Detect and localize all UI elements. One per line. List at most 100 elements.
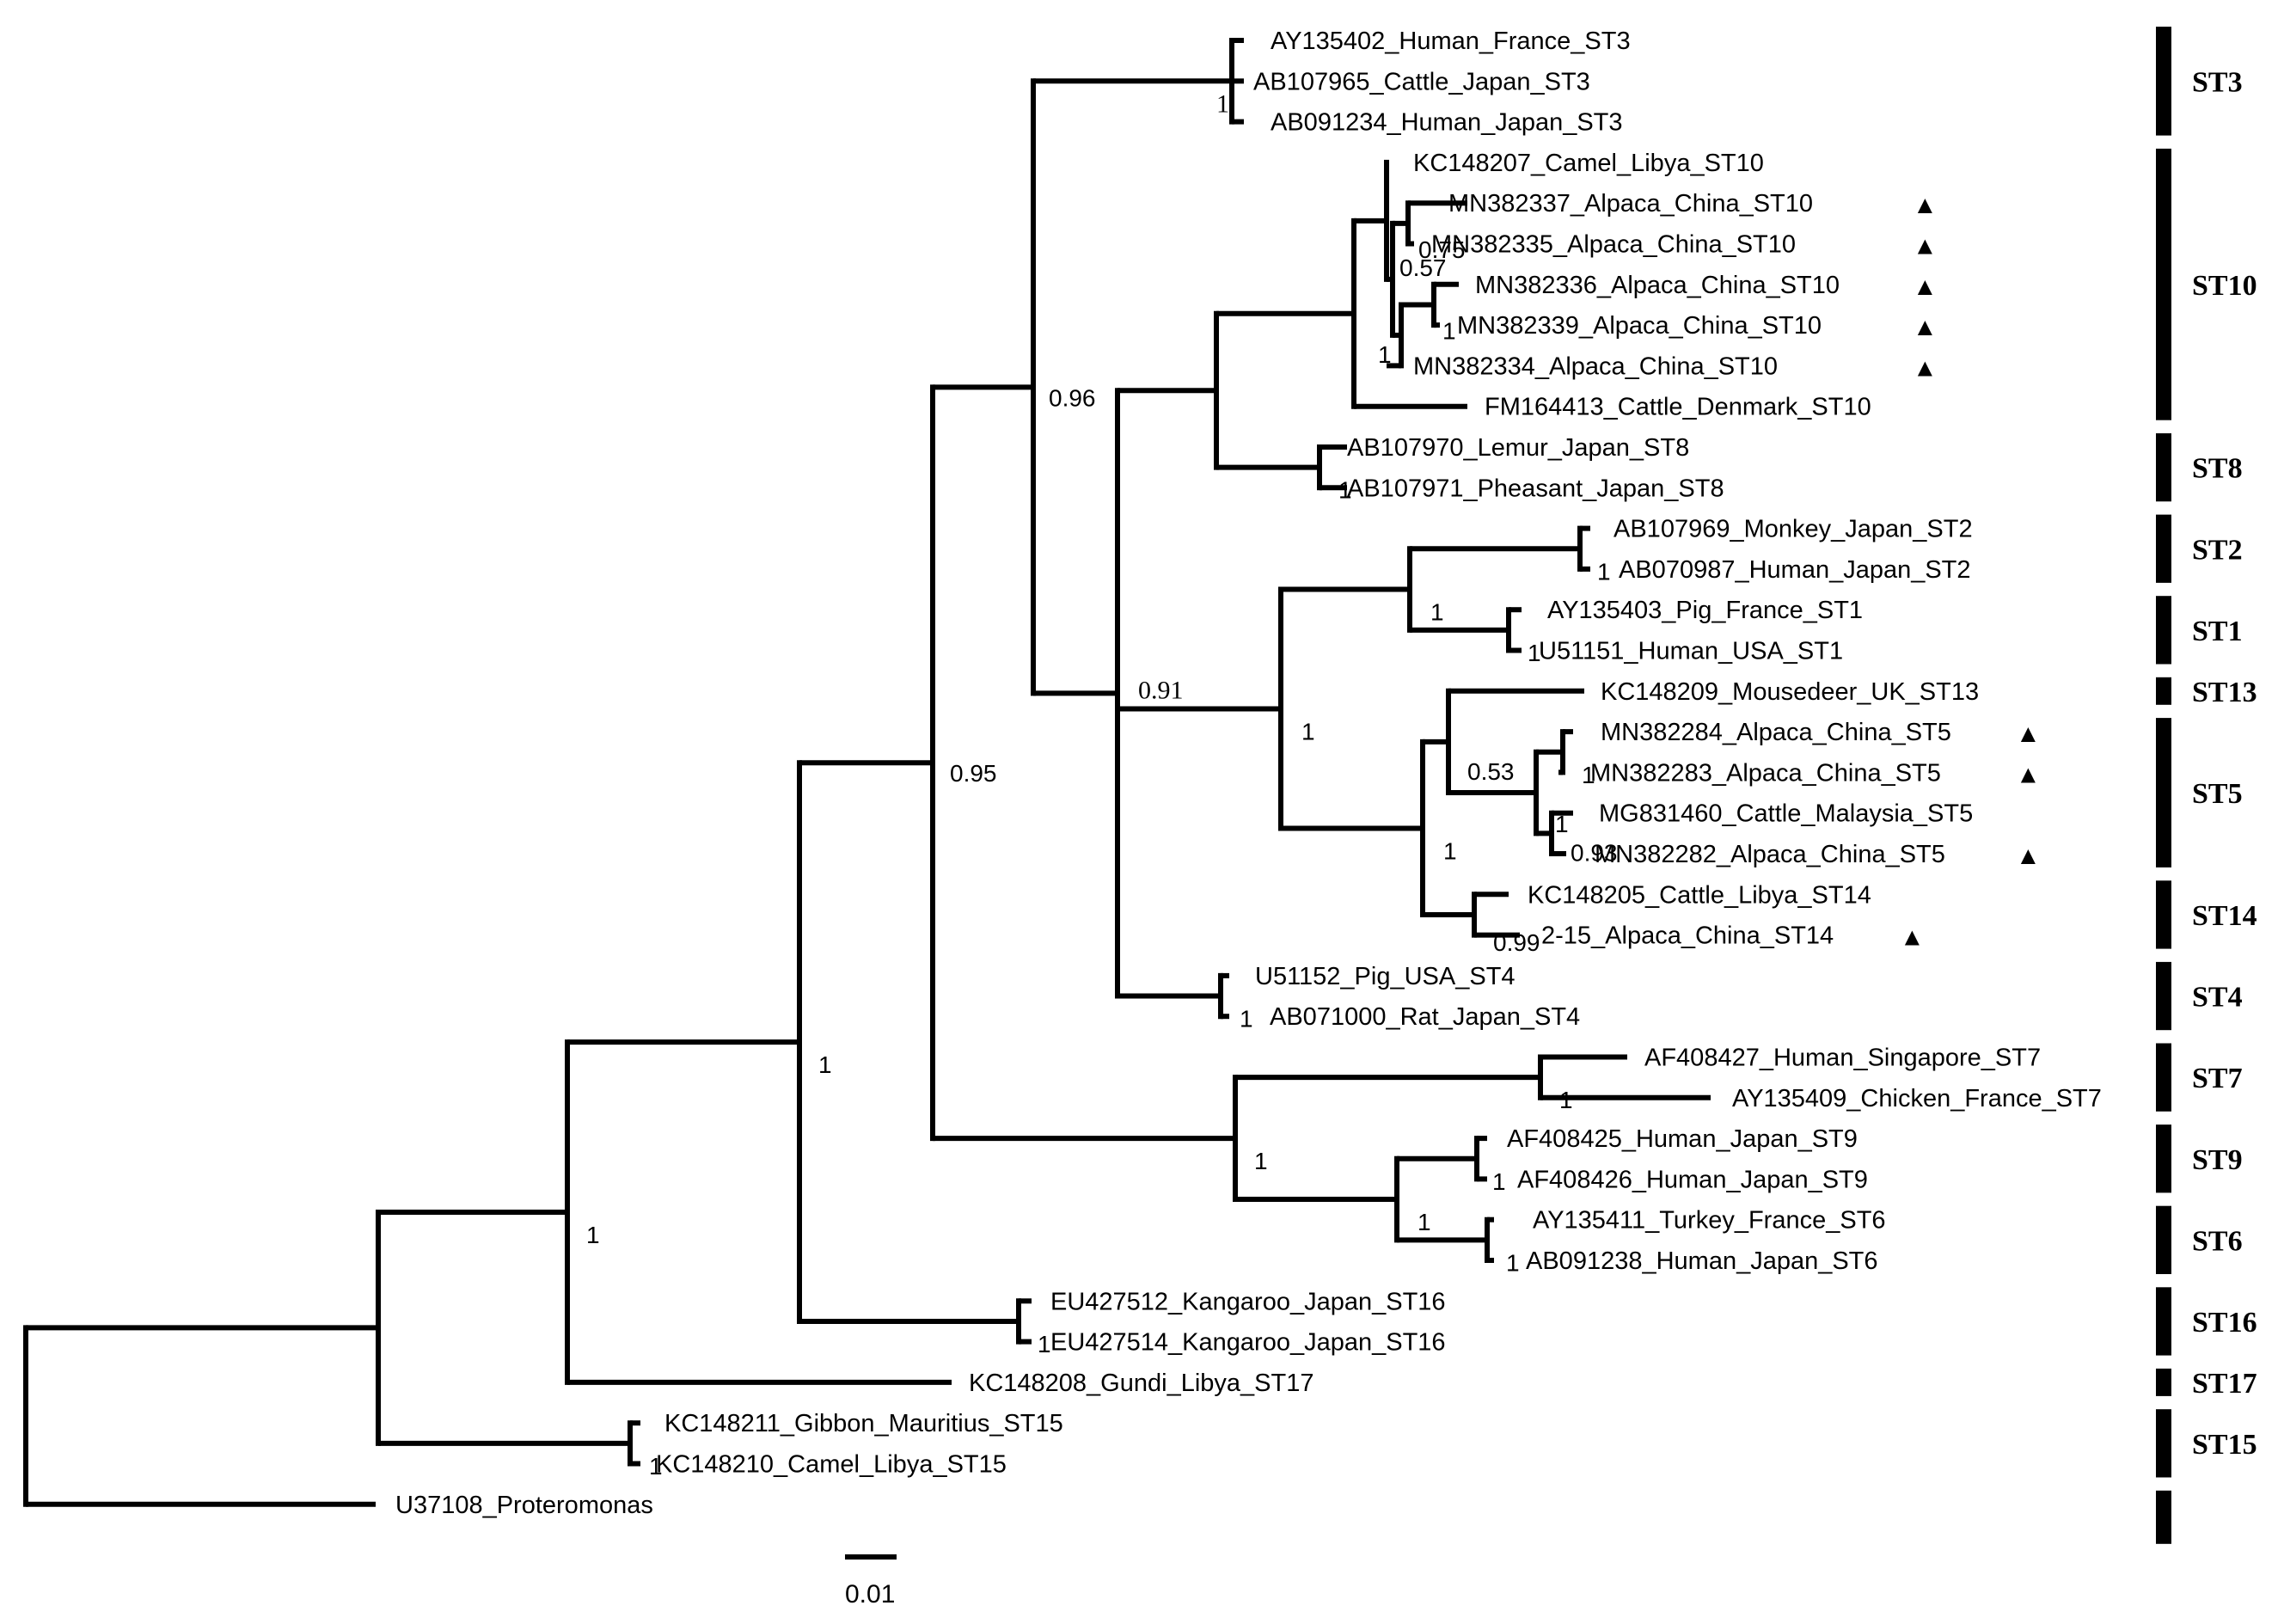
support-value: 1 [1301, 718, 1315, 745]
taxon-label: AY135403_Pig_France_ST1 [1547, 597, 1863, 624]
taxon-label: AB070987_Human_Japan_ST2 [1619, 556, 1971, 584]
subtype-bar [2156, 1368, 2171, 1396]
taxon-label: AY135409_Chicken_France_ST7 [1732, 1085, 2102, 1112]
taxon-label: AY135402_Human_France_ST3 [1271, 28, 1631, 55]
subtype-label: ST5 [2192, 778, 2243, 810]
support-values: 10.75110.57111110.9310.530.991110.910.96… [586, 89, 1618, 1480]
subtype-bar [2156, 1205, 2171, 1274]
taxon-label: EU427512_Kangaroo_Japan_ST16 [1050, 1288, 1446, 1315]
taxon-labels: AY135402_Human_France_ST3AB107965_Cattle… [395, 28, 2102, 1519]
support-value: 1 [586, 1222, 600, 1248]
novel-marker-icon: ▲ [2016, 720, 2041, 748]
support-value: 1 [1216, 89, 1229, 118]
taxon-label: U51151_Human_USA_ST1 [1539, 638, 1843, 665]
tree-branches [23, 38, 1711, 1507]
taxon-label: U51152_Pig_USA_ST4 [1255, 963, 1516, 990]
subtype-bars: ST3ST10ST8ST2ST1ST13ST5ST14ST4ST7ST9ST6S… [2156, 27, 2257, 1544]
support-value: 0.93 [1571, 839, 1618, 866]
taxon-label: AF408426_Human_Japan_ST9 [1517, 1166, 1868, 1193]
support-value: 1 [1038, 1331, 1051, 1357]
subtype-label: ST15 [2192, 1429, 2257, 1461]
subtype-bar [2156, 596, 2171, 665]
subtype-bar [2156, 677, 2171, 705]
support-value: 1 [1378, 341, 1392, 368]
subtype-label: ST2 [2192, 534, 2243, 566]
support-value: 1 [1443, 837, 1457, 864]
novel-marker-icon: ▲ [1913, 314, 1938, 341]
subtype-bar [2156, 718, 2171, 867]
taxon-label: MN382337_Alpaca_China_ST10 [1448, 190, 1813, 218]
subtype-label: ST6 [2192, 1225, 2243, 1257]
taxon-label: KC148209_Mousedeer_UK_ST13 [1601, 678, 1979, 706]
support-value: 0.91 [1138, 676, 1184, 704]
taxon-label: KC148210_Camel_Libya_ST15 [656, 1451, 1007, 1479]
subtype-label: ST3 [2192, 66, 2243, 98]
subtype-label: ST17 [2192, 1368, 2257, 1400]
novel-marker-icon: ▲ [1900, 924, 1925, 952]
subtype-label: ST9 [2192, 1144, 2243, 1176]
support-value: 1 [1254, 1148, 1268, 1174]
taxon-label: AF408427_Human_Singapore_ST7 [1644, 1045, 2041, 1072]
subtype-label: ST7 [2192, 1063, 2243, 1094]
taxon-label: MN382336_Alpaca_China_ST10 [1475, 272, 1840, 299]
support-value: 1 [1430, 599, 1444, 626]
taxon-label: AB071000_Rat_Japan_ST4 [1270, 1003, 1580, 1031]
support-value: 1 [1506, 1249, 1520, 1276]
novel-marker-icon: ▲ [1913, 273, 1938, 301]
subtype-label: ST10 [2192, 270, 2257, 302]
novel-marker-icon: ▲ [1913, 354, 1938, 382]
support-value: 0.57 [1399, 254, 1447, 281]
scale-bar-label: 0.01 [845, 1580, 895, 1609]
taxon-label: 2-15_Alpaca_China_ST14 [1541, 922, 1834, 950]
subtype-label: ST8 [2192, 453, 2243, 485]
subtype-bar [2156, 1043, 2171, 1112]
support-value: 1 [1338, 477, 1352, 504]
support-value: 1 [1418, 1209, 1431, 1235]
taxon-label: AB107969_Monkey_Japan_ST2 [1613, 516, 1973, 543]
subtype-label: ST4 [2192, 982, 2243, 1014]
support-value: 1 [1597, 558, 1611, 585]
support-value: 1 [1555, 811, 1569, 837]
subtype-bar [2156, 27, 2171, 136]
subtype-bar [2156, 433, 2171, 502]
support-value: 1 [1528, 640, 1541, 666]
subtype-bar-outgroup [2156, 1490, 2171, 1544]
subtype-label: ST13 [2192, 677, 2257, 708]
taxon-label: KC148207_Camel_Libya_ST10 [1413, 150, 1764, 177]
subtype-label: ST14 [2192, 900, 2257, 932]
support-value: 1 [649, 1453, 663, 1480]
support-value: 0.75 [1418, 236, 1466, 263]
subtype-bar [2156, 961, 2171, 1031]
subtype-label: ST16 [2192, 1307, 2257, 1339]
support-value: 0.99 [1493, 929, 1540, 956]
support-value: 1 [1492, 1168, 1506, 1195]
support-value: 1 [1240, 1006, 1253, 1033]
taxon-label: KC148208_Gundi_Libya_ST17 [969, 1370, 1313, 1397]
taxon-label: U37108_Proteromonas [395, 1492, 653, 1519]
support-value: 1 [1442, 317, 1456, 344]
taxon-label: MN382283_Alpaca_China_ST5 [1590, 759, 1941, 787]
taxon-label: AB091238_Human_Japan_ST6 [1526, 1247, 1878, 1275]
taxon-label: AB107965_Cattle_Japan_ST3 [1253, 68, 1590, 95]
taxon-label: KC148211_Gibbon_Mauritius_ST15 [664, 1410, 1063, 1437]
support-value: 0.95 [950, 760, 997, 787]
taxon-label: MN382335_Alpaca_China_ST10 [1431, 231, 1796, 259]
novel-marker-icon: ▲ [1913, 192, 1938, 219]
scale-bar: 0.01 [845, 1554, 897, 1609]
support-value: 1 [1582, 762, 1595, 788]
taxon-label: MN382334_Alpaca_China_ST10 [1413, 352, 1778, 380]
taxon-label: AY135411_Turkey_France_ST6 [1533, 1207, 1886, 1235]
support-value: 0.53 [1467, 758, 1515, 785]
taxon-label: MN382284_Alpaca_China_ST5 [1601, 719, 1951, 746]
subtype-bar [2156, 514, 2171, 583]
taxon-label: AB107971_Pheasant_Japan_ST8 [1347, 475, 1724, 502]
taxon-label: AB107970_Lemur_Japan_ST8 [1347, 434, 1689, 462]
novel-sequence-markers: ▲▲▲▲▲▲▲▲▲ [1900, 192, 2041, 951]
taxon-label: KC148205_Cattle_Libya_ST14 [1528, 881, 1871, 909]
support-value: 0.96 [1049, 384, 1096, 411]
taxon-label: FM164413_Cattle_Denmark_ST10 [1485, 394, 1871, 421]
taxon-label: AB091234_Human_Japan_ST3 [1271, 109, 1623, 137]
novel-marker-icon: ▲ [2016, 843, 2041, 870]
subtype-bar [2156, 1287, 2171, 1356]
